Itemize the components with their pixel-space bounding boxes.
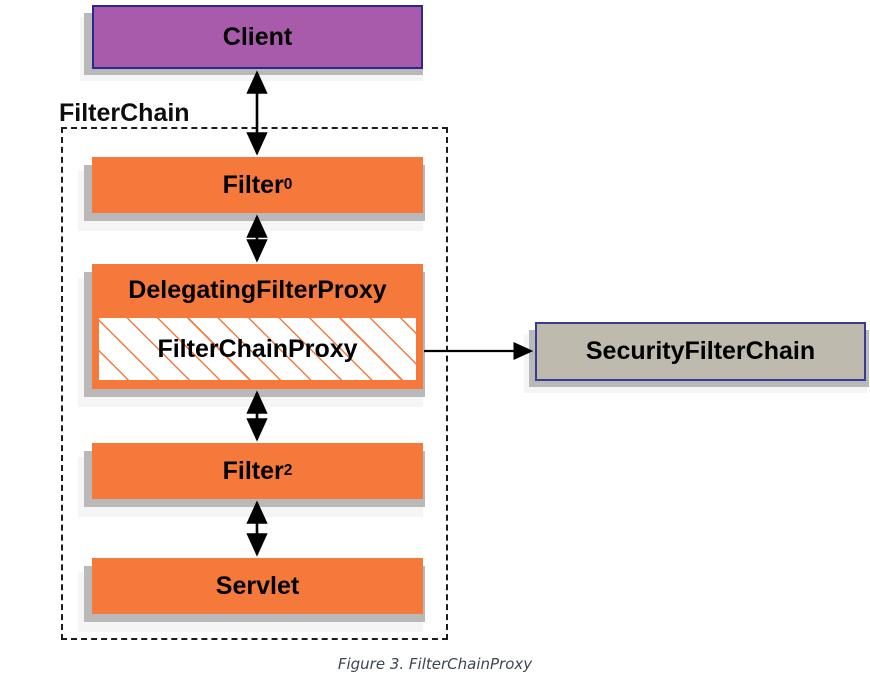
node-client-label: Client xyxy=(222,22,293,51)
node-filter-chain-proxy[interactable]: FilterChainProxy xyxy=(99,318,416,380)
figure-caption: Figure 3. FilterChainProxy xyxy=(337,655,533,673)
node-filter2-label: Filter xyxy=(222,456,284,485)
node-filter-chain-proxy-label: FilterChainProxy xyxy=(157,334,358,363)
node-client[interactable]: Client xyxy=(92,5,423,69)
node-delegating-filter-proxy[interactable]: DelegatingFilterProxy FilterChainProxy xyxy=(92,264,423,389)
node-servlet-label: Servlet xyxy=(215,571,300,600)
node-filter0-subscript: 0 xyxy=(283,176,293,194)
node-security-filter-chain-label: SecurityFilterChain xyxy=(585,337,816,365)
node-filter0-label: Filter xyxy=(222,170,284,199)
node-servlet[interactable]: Servlet xyxy=(92,558,423,614)
node-filter2-subscript: 2 xyxy=(283,462,293,480)
node-delegating-filter-proxy-label: DelegatingFilterProxy xyxy=(128,275,387,304)
node-security-filter-chain[interactable]: SecurityFilterChain xyxy=(535,322,866,381)
filterchain-container-label: FilterChain xyxy=(59,99,190,127)
